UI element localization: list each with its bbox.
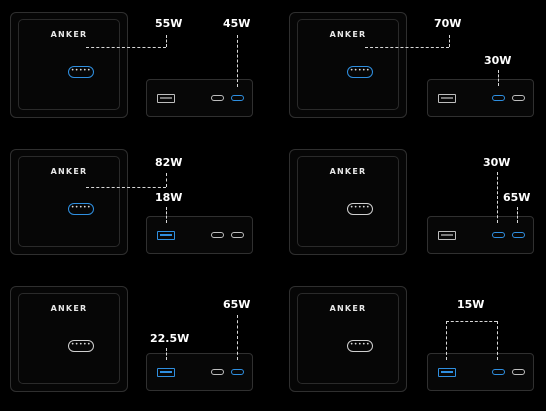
connector-line bbox=[86, 47, 166, 48]
charger bbox=[427, 353, 534, 391]
charger-usb-c1-port bbox=[211, 95, 224, 101]
power-bank: ANKER ••••• bbox=[10, 12, 128, 118]
power-bank: ANKER ••••• bbox=[289, 286, 407, 392]
wattage-label-usb-c2: 65W bbox=[503, 191, 531, 204]
charger-usb-c1-port bbox=[211, 369, 224, 375]
connector-line bbox=[166, 173, 167, 187]
connector-line bbox=[166, 207, 167, 223]
power-bank-face: ANKER ••••• bbox=[297, 19, 399, 110]
connector-line bbox=[446, 321, 447, 360]
connector-line bbox=[497, 172, 498, 223]
charger-usb-c1-port bbox=[492, 369, 505, 375]
port-dots: ••••• bbox=[70, 204, 92, 211]
port-dots: ••••• bbox=[349, 67, 371, 74]
brand-logo: ANKER bbox=[329, 304, 367, 313]
connector-line bbox=[498, 70, 499, 86]
wattage-label-charger: 18W bbox=[155, 191, 183, 204]
panel-3: ANKER ••••• 82W 18W bbox=[0, 137, 273, 274]
connector-line bbox=[237, 315, 238, 360]
charger-usb-c1-port bbox=[492, 95, 505, 101]
brand-logo: ANKER bbox=[50, 304, 88, 313]
charger-usb-a-port bbox=[438, 231, 456, 240]
power-bank: ANKER ••••• bbox=[289, 12, 407, 118]
panel-2: ANKER ••••• 70W 30W bbox=[273, 0, 546, 137]
power-bank: ANKER ••••• bbox=[10, 286, 128, 392]
power-bank: ANKER ••••• bbox=[10, 149, 128, 255]
port-dots: ••••• bbox=[70, 341, 92, 348]
charger-usb-a-port bbox=[157, 94, 175, 103]
power-bank-usb-c-port: ••••• bbox=[68, 203, 94, 215]
charger bbox=[427, 216, 534, 254]
panel-1: ANKER ••••• 55W 45W bbox=[0, 0, 273, 137]
connector-line bbox=[446, 321, 497, 322]
charger-usb-c2-port bbox=[512, 369, 525, 375]
wattage-label-charger: 45W bbox=[223, 17, 251, 30]
charger bbox=[146, 79, 253, 117]
panel-4: ANKER ••••• 30W 65W bbox=[273, 137, 546, 274]
power-bank-face: ANKER ••••• bbox=[297, 156, 399, 247]
wattage-label-shared: 15W bbox=[457, 298, 485, 311]
connector-line bbox=[166, 348, 167, 360]
brand-logo: ANKER bbox=[329, 30, 367, 39]
charger-usb-a-port bbox=[157, 368, 175, 377]
power-bank-face: ANKER ••••• bbox=[18, 293, 120, 384]
power-bank: ANKER ••••• bbox=[289, 149, 407, 255]
charger-usb-c2-port bbox=[512, 232, 525, 238]
connector-line bbox=[166, 35, 167, 47]
power-bank-face: ANKER ••••• bbox=[297, 293, 399, 384]
wattage-label-power-bank: 55W bbox=[155, 17, 183, 30]
connector-line bbox=[449, 35, 450, 47]
connector-line bbox=[497, 321, 498, 360]
power-bank-usb-c-port: ••••• bbox=[347, 340, 373, 352]
charger-usb-c2-port bbox=[231, 369, 244, 375]
charger-usb-a-port bbox=[438, 368, 456, 377]
brand-logo: ANKER bbox=[50, 167, 88, 176]
power-bank-usb-c-port: ••••• bbox=[68, 340, 94, 352]
charger-usb-c1-port bbox=[211, 232, 224, 238]
charger bbox=[427, 79, 534, 117]
connector-line bbox=[86, 187, 166, 188]
port-dots: ••••• bbox=[349, 204, 371, 211]
charger-usb-a-port bbox=[157, 231, 175, 240]
charger-usb-c2-port bbox=[231, 95, 244, 101]
power-bank-face: ANKER ••••• bbox=[18, 156, 120, 247]
charger bbox=[146, 216, 253, 254]
wattage-label-usb-a: 22.5W bbox=[150, 332, 190, 345]
charger-usb-c2-port bbox=[231, 232, 244, 238]
power-bank-usb-c-port: ••••• bbox=[347, 66, 373, 78]
power-bank-usb-c-port: ••••• bbox=[347, 203, 373, 215]
charger-usb-c1-port bbox=[492, 232, 505, 238]
connector-line bbox=[237, 35, 238, 87]
wattage-label-power-bank: 70W bbox=[434, 17, 462, 30]
port-dots: ••••• bbox=[349, 341, 371, 348]
wattage-label-power-bank: 82W bbox=[155, 156, 183, 169]
brand-logo: ANKER bbox=[329, 167, 367, 176]
connector-line bbox=[365, 47, 449, 48]
power-bank-usb-c-port: ••••• bbox=[68, 66, 94, 78]
panel-6: ANKER ••••• 15W bbox=[273, 274, 546, 411]
port-dots: ••••• bbox=[70, 67, 92, 74]
connector-line bbox=[517, 207, 518, 223]
brand-logo: ANKER bbox=[50, 30, 88, 39]
wattage-label-usb-c2: 65W bbox=[223, 298, 251, 311]
power-bank-face: ANKER ••••• bbox=[18, 19, 120, 110]
charger-usb-a-port bbox=[438, 94, 456, 103]
panel-5: ANKER ••••• 65W 22.5W bbox=[0, 274, 273, 411]
charger bbox=[146, 353, 253, 391]
charger-usb-c2-port bbox=[512, 95, 525, 101]
wattage-label-usb-c1: 30W bbox=[483, 156, 511, 169]
wattage-label-charger: 30W bbox=[484, 54, 512, 67]
